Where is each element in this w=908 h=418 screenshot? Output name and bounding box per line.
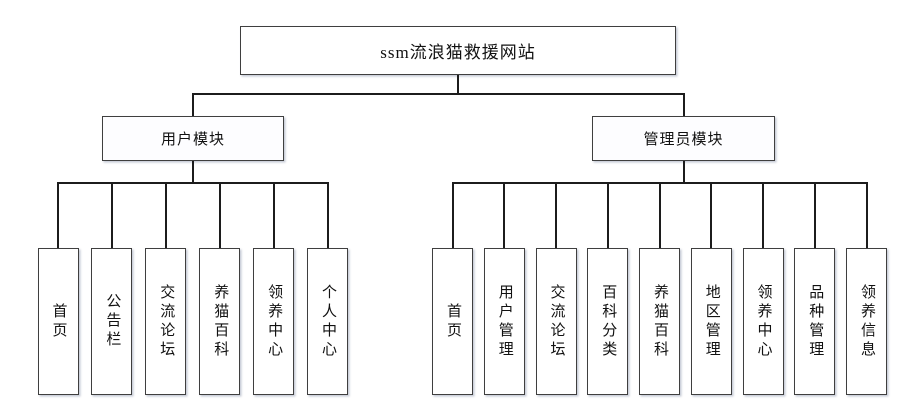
leaf-node-1-5: 地区管理 xyxy=(690,248,732,395)
module-drop-line xyxy=(682,161,685,183)
module-node-0-label: 用户模块 xyxy=(160,132,225,148)
leaf-drop-line xyxy=(555,183,557,248)
leaf-node-0-1-label: 公告栏 xyxy=(104,293,121,350)
leaf-node-0-5: 个人中心 xyxy=(307,248,348,395)
module-drop-line xyxy=(192,161,194,183)
leaf-drop-line xyxy=(503,183,506,248)
leaf-drop-line xyxy=(164,183,167,248)
leaf-node-0-3-label: 养猫百科 xyxy=(212,283,229,360)
root-node-label: ssm流浪猫救援网站 xyxy=(380,43,536,62)
module-top-line xyxy=(192,94,194,116)
leaf-drop-line xyxy=(865,183,868,248)
leaf-node-1-2-label: 交流论坛 xyxy=(548,283,565,360)
module-node-1: 管理员模块 xyxy=(592,116,775,161)
leaf-node-1-7: 品种管理 xyxy=(794,248,836,395)
leaf-node-1-1-label: 用户管理 xyxy=(496,283,513,360)
leaf-drop-line xyxy=(762,183,764,248)
leaf-node-1-3: 百科分类 xyxy=(587,248,629,395)
leaf-drop-line xyxy=(813,183,816,248)
leaf-node-1-8-label: 领养信息 xyxy=(859,283,875,360)
leaf-node-1-0-label: 首页 xyxy=(445,302,461,341)
leaf-node-0-4: 领养中心 xyxy=(253,248,295,395)
leaf-node-1-1: 用户管理 xyxy=(483,248,525,395)
leaf-drop-line xyxy=(272,183,275,248)
leaf-node-1-0: 首页 xyxy=(432,248,473,395)
leaf-drop-line xyxy=(658,183,661,248)
leaf-drop-line xyxy=(218,183,221,248)
root-branch-line xyxy=(192,93,685,95)
leaf-node-1-4-label: 养猫百科 xyxy=(652,283,668,360)
leaf-drop-line xyxy=(710,183,713,248)
leaf-node-1-7-label: 品种管理 xyxy=(807,283,824,360)
module-node-1-label: 管理员模块 xyxy=(643,132,724,148)
leaf-node-0-1: 公告栏 xyxy=(91,248,133,395)
leaf-node-1-2: 交流论坛 xyxy=(535,248,577,395)
leaf-node-0-2: 交流论坛 xyxy=(145,248,187,395)
module-top-line xyxy=(682,94,685,116)
leaf-drop-line xyxy=(451,183,454,248)
root-drop-line xyxy=(457,75,459,94)
root-node: ssm流浪猫救援网站 xyxy=(240,26,676,75)
leaf-node-0-0-label: 首页 xyxy=(50,302,67,341)
leaf-drop-line xyxy=(326,183,329,248)
leaf-node-1-6-label: 领养中心 xyxy=(755,283,772,360)
leaf-node-0-5-label: 个人中心 xyxy=(320,283,336,360)
module-bus-line xyxy=(57,182,329,184)
module-node-0: 用户模块 xyxy=(102,116,284,161)
leaf-node-0-0: 首页 xyxy=(37,248,79,395)
leaf-node-1-4: 养猫百科 xyxy=(639,248,680,395)
leaf-node-1-5-label: 地区管理 xyxy=(703,283,720,360)
leaf-drop-line xyxy=(57,183,59,248)
leaf-node-1-8: 领养信息 xyxy=(846,248,887,395)
leaf-node-1-6: 领养中心 xyxy=(742,248,784,395)
leaf-node-0-4-label: 领养中心 xyxy=(266,283,283,360)
leaf-node-0-2-label: 交流论坛 xyxy=(158,283,175,360)
leaf-node-0-3: 养猫百科 xyxy=(199,248,241,395)
leaf-drop-line xyxy=(110,183,113,248)
leaf-node-1-3-label: 百科分类 xyxy=(600,283,617,360)
leaf-drop-line xyxy=(606,183,609,248)
